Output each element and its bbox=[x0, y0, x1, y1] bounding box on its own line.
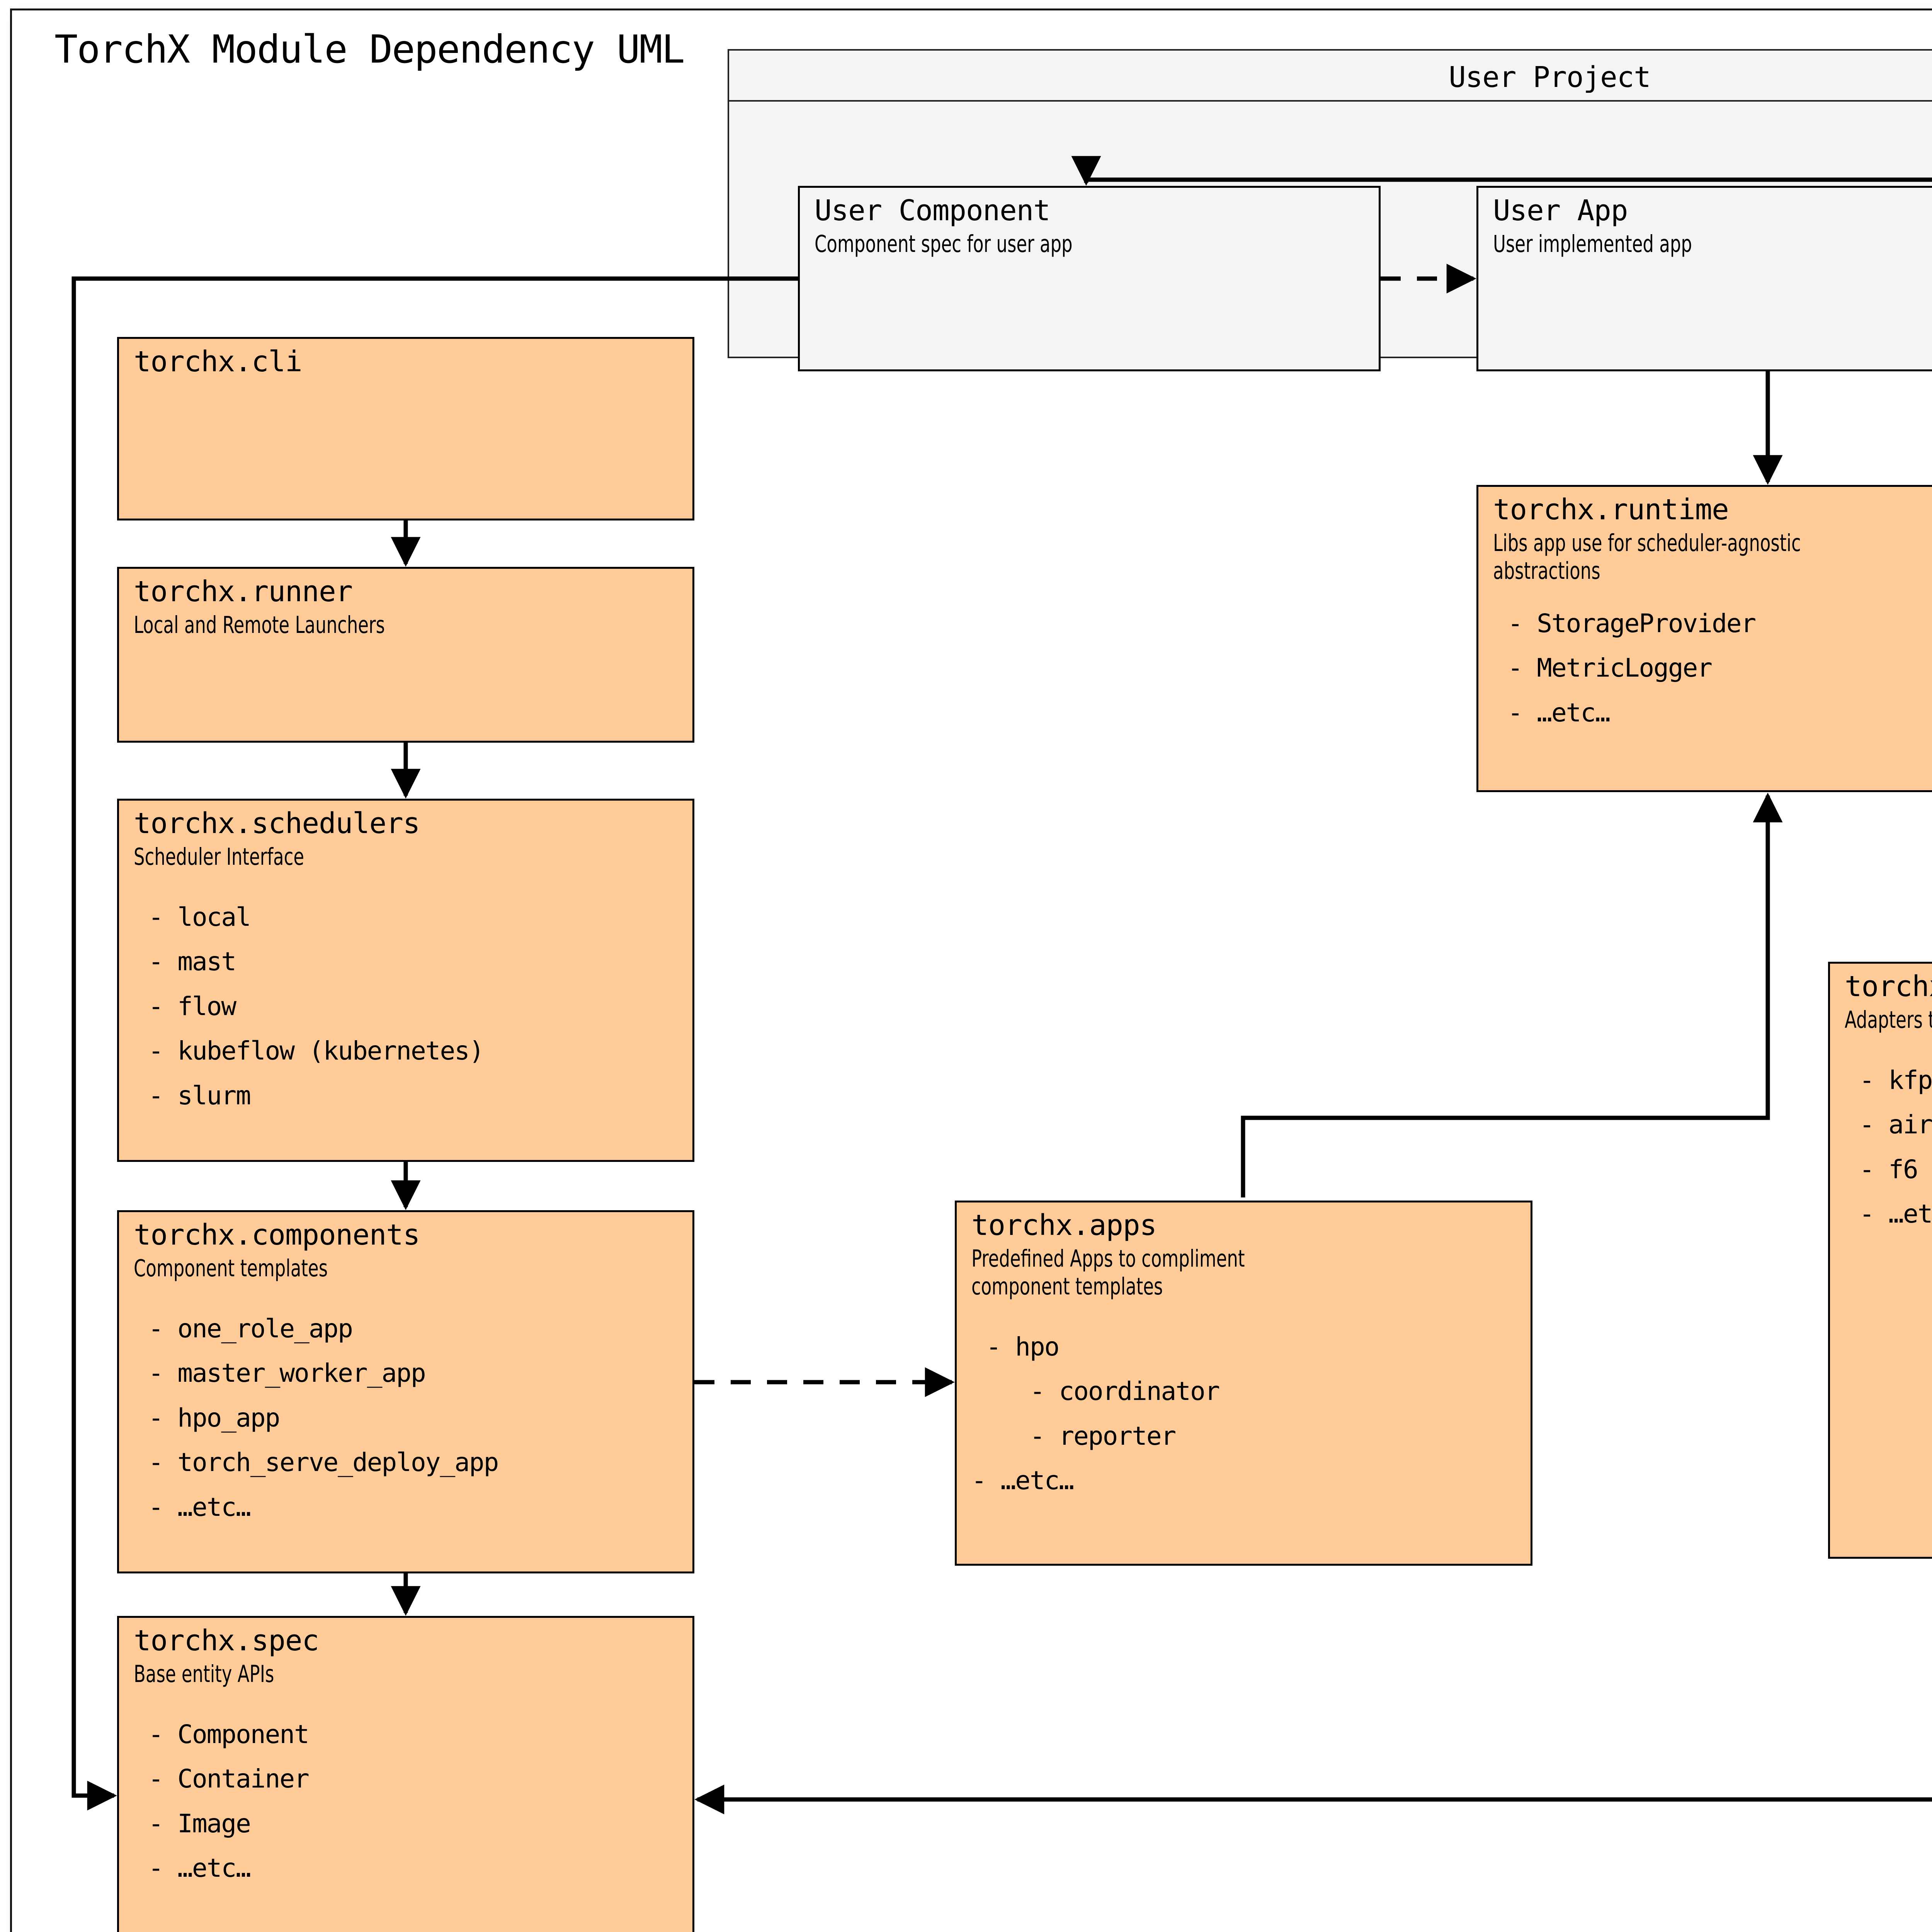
node-torchx-pipelines-items: - kfp - airflow - f6 - …etc… bbox=[1859, 1065, 1932, 1229]
node-torchx-spec-title: torchx.spec bbox=[134, 1624, 319, 1657]
node-torchx-apps-body: torchx.apps Predefined Apps to complimen… bbox=[971, 1211, 1525, 1503]
node-torchx-pipelines-subtitle: Adapters to Pipeline Platforms bbox=[1845, 1006, 1932, 1034]
node-torchx-schedulers-body: torchx.schedulers Scheduler Interface - … bbox=[134, 809, 687, 1118]
node-torchx-runtime[interactable]: torchx.runtime Libs app use for schedule… bbox=[1476, 485, 1932, 792]
node-torchx-runtime-items: - StorageProvider - MetricLogger - …etc… bbox=[1507, 608, 1757, 728]
page-title: TorchX Module Dependency UML bbox=[54, 27, 685, 72]
node-torchx-cli[interactable]: torchx.cli bbox=[117, 337, 694, 520]
node-torchx-apps-items: - hpo - coordinator - reporter - …etc… bbox=[971, 1332, 1220, 1496]
diagram-canvas: TorchX Module Dependency UML User Projec… bbox=[10, 9, 1932, 1932]
node-torchx-schedulers-title: torchx.schedulers bbox=[134, 807, 420, 840]
node-user-app-subtitle: User implemented app bbox=[1493, 230, 1692, 258]
uml-diagram: TorchX Module Dependency UML User Projec… bbox=[12, 10, 1932, 1932]
node-torchx-components-items: - one_role_app - master_worker_app - hpo… bbox=[148, 1313, 499, 1522]
node-torchx-apps[interactable]: torchx.apps Predefined Apps to complimen… bbox=[955, 1201, 1532, 1566]
node-torchx-runner-title: torchx.runner bbox=[134, 575, 353, 608]
user-project-divider bbox=[729, 100, 1932, 102]
node-torchx-schedulers-subtitle: Scheduler Interface bbox=[134, 843, 304, 871]
node-torchx-spec[interactable]: torchx.spec Base entity APIs - Component… bbox=[117, 1616, 694, 1932]
node-torchx-components-subtitle: Component templates bbox=[134, 1255, 328, 1282]
node-torchx-runtime-body: torchx.runtime Libs app use for schedule… bbox=[1493, 495, 1932, 735]
node-user-app-title: User App bbox=[1493, 194, 1628, 227]
node-torchx-spec-body: torchx.spec Base entity APIs - Component… bbox=[134, 1626, 687, 1891]
node-torchx-cli-title: torchx.cli bbox=[134, 345, 303, 378]
node-torchx-spec-subtitle: Base entity APIs bbox=[134, 1660, 274, 1688]
node-user-app-body: User App User implemented app bbox=[1493, 196, 1932, 258]
user-project-title: User Project bbox=[1449, 61, 1651, 94]
node-user-component-body: User Component Component spec for user a… bbox=[815, 196, 1373, 258]
node-torchx-cli-body: torchx.cli bbox=[134, 347, 687, 376]
node-torchx-apps-subtitle: Predefined Apps to compliment component … bbox=[971, 1245, 1245, 1300]
node-torchx-components-body: torchx.components Component templates - … bbox=[134, 1221, 687, 1529]
node-torchx-runner[interactable]: torchx.runner Local and Remote Launchers bbox=[117, 567, 694, 743]
node-torchx-apps-title: torchx.apps bbox=[971, 1209, 1157, 1242]
edge-apps-to-runtime bbox=[1241, 793, 1783, 1197]
node-torchx-runtime-title: torchx.runtime bbox=[1493, 493, 1729, 526]
node-torchx-spec-items: - Component - Container - Image - …etc… bbox=[148, 1719, 310, 1883]
node-user-component-title: User Component bbox=[815, 194, 1051, 227]
node-torchx-runner-body: torchx.runner Local and Remote Launchers bbox=[134, 577, 687, 639]
node-torchx-runner-subtitle: Local and Remote Launchers bbox=[134, 611, 385, 639]
node-torchx-schedulers[interactable]: torchx.schedulers Scheduler Interface - … bbox=[117, 799, 694, 1162]
node-user-app[interactable]: User App User implemented app bbox=[1476, 186, 1932, 371]
node-torchx-components-title: torchx.components bbox=[134, 1218, 420, 1252]
edge-pipelines-to-spec bbox=[694, 1784, 1932, 1815]
node-torchx-schedulers-items: - local - mast - flow - kubeflow (kubern… bbox=[148, 902, 485, 1111]
node-torchx-pipelines-title: torchx.pipelines bbox=[1845, 970, 1932, 1003]
node-user-component-subtitle: Component spec for user app bbox=[815, 230, 1073, 258]
node-torchx-pipelines-body: torchx.pipelines Adapters to Pipeline Pl… bbox=[1845, 972, 1932, 1236]
node-user-component[interactable]: User Component Component spec for user a… bbox=[798, 186, 1381, 371]
node-torchx-pipelines[interactable]: torchx.pipelines Adapters to Pipeline Pl… bbox=[1828, 962, 1932, 1559]
node-torchx-runtime-subtitle: Libs app use for scheduler-agnostic abst… bbox=[1493, 529, 1801, 585]
node-torchx-components[interactable]: torchx.components Component templates - … bbox=[117, 1210, 694, 1573]
